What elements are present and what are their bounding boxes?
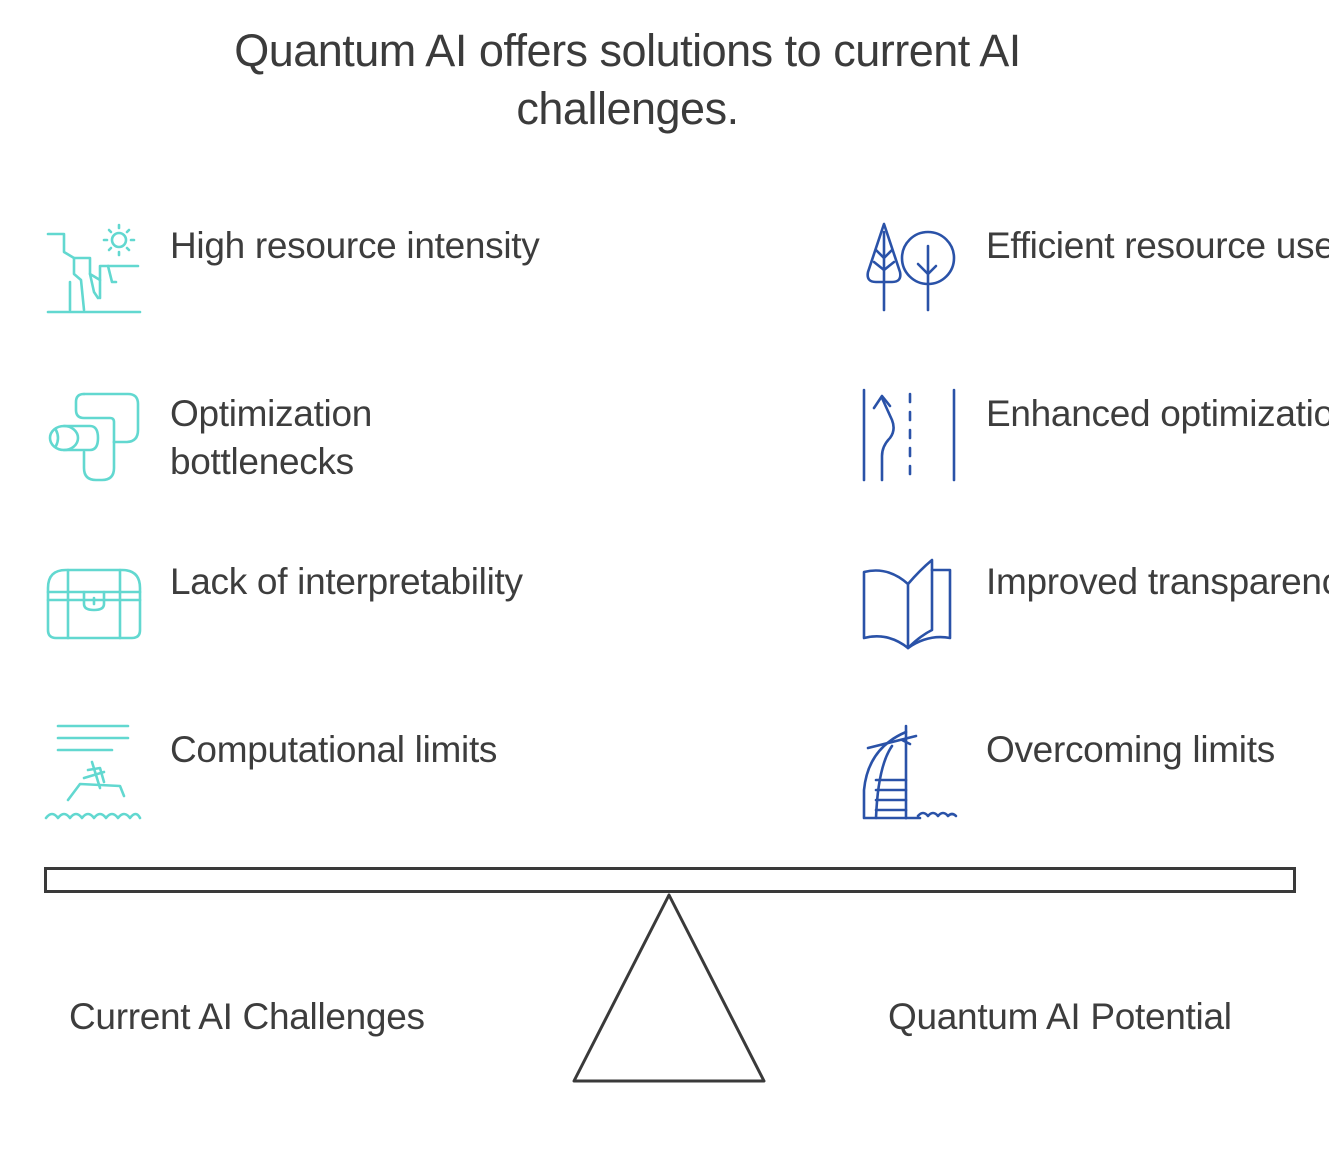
- potential-item-overcoming-limits: Overcoming limits: [862, 724, 1329, 826]
- quantum-ai-potential-label: Quantum AI Potential: [888, 996, 1232, 1037]
- challenge-item-resource-intensity: High resource intensity: [46, 222, 566, 322]
- sail-building-icon: [862, 724, 962, 826]
- treasure-chest-icon: [46, 558, 146, 658]
- seesaw-fulcrum: [572, 893, 766, 1083]
- potential-item-improved-transparency: Improved transparency: [862, 558, 1329, 658]
- road-lanes-icon: [862, 388, 962, 490]
- challenge-label: Optimization bottlenecks: [170, 393, 373, 482]
- challenge-label: High resource intensity: [170, 225, 540, 266]
- potential-item-efficient-resource: Efficient resource use: [862, 222, 1329, 322]
- bent-pipe-icon: [46, 390, 146, 490]
- challenge-label: Computational limits: [170, 729, 498, 770]
- potential-label: Improved transparency: [986, 561, 1329, 602]
- potential-label: Enhanced optimization: [986, 393, 1329, 434]
- challenge-item-optimization-bottlenecks: Optimization bottlenecks: [46, 390, 566, 490]
- seesaw-beam: [44, 867, 1296, 893]
- potential-label: Efficient resource use: [986, 225, 1329, 266]
- challenge-item-computational-limits: Computational limits: [44, 724, 566, 826]
- trees-icon: [862, 222, 962, 322]
- open-book-icon: [862, 558, 962, 658]
- diagram-title: Quantum AI offers solutions to current A…: [234, 25, 1021, 134]
- challenge-label: Lack of interpretability: [170, 561, 523, 602]
- current-ai-challenges-label: Current AI Challenges: [69, 996, 425, 1037]
- cliff-sun-icon: [46, 222, 146, 322]
- potential-item-enhanced-optimization: Enhanced optimization: [862, 388, 1329, 490]
- potential-label: Overcoming limits: [986, 729, 1275, 770]
- sinking-ship-icon: [44, 724, 146, 826]
- challenge-item-interpretability: Lack of interpretability: [46, 558, 566, 658]
